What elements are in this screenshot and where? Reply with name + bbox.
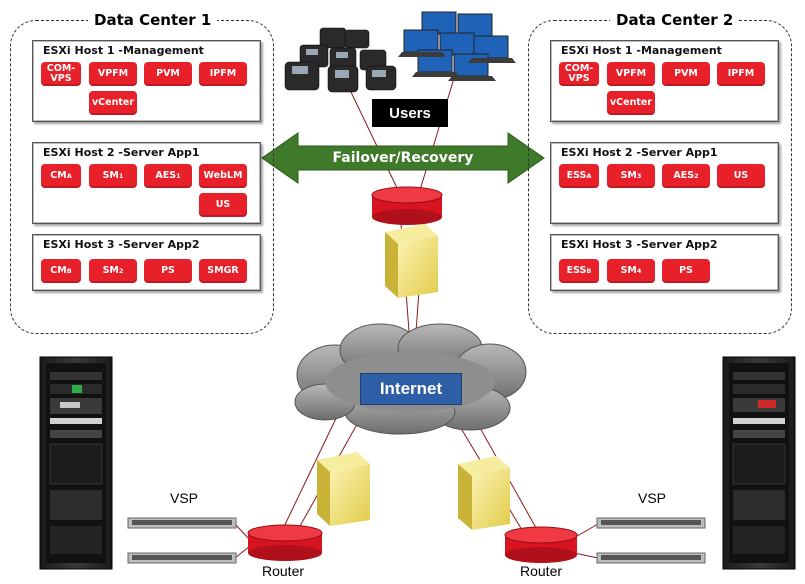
firewall-icon [385,224,438,298]
network-switch-icon [596,517,706,564]
module-ipfm: IPFM [717,62,765,86]
failover-label: Failover/Recovery [332,150,474,166]
firewall-icon [317,452,370,526]
users-label: Users [372,99,448,127]
data-center-2-title: Data Center 2 [610,11,740,29]
vsp-label-right: VSP [638,490,667,506]
router-icon [371,186,443,225]
host-title: ESXi Host 3 -Server App2 [561,238,718,251]
server-rack-icon [39,356,113,570]
module-vpfm: VPFM [89,62,137,86]
router-label-right: Router [520,563,563,579]
module-us: US [199,193,247,217]
failover-arrow [261,132,545,184]
host-title: ESXi Host 2 -Server App1 [43,146,200,159]
vsp-label-left: VSP [170,490,199,506]
module-ipfm: IPFM [199,62,247,86]
router-icon [247,524,323,561]
module-vpfm: VPFM [607,62,655,86]
module-com-vps: COM-VPS [41,62,81,86]
module-vcenter: vCenter [89,91,137,115]
host-title: ESXi Host 3 -Server App2 [43,238,200,251]
dc2-esxi-host-1: ESXi Host 1 -Management COM-VPS VPFM PVM… [550,40,779,122]
router-icon [504,526,578,563]
network-switch-icon [127,517,237,564]
router-label-left: Router [262,563,305,579]
internet-label: Internet [360,373,462,405]
module-us: US [717,164,765,188]
host-title: ESXi Host 2 -Server App1 [561,146,718,159]
module-smgr: SMGR [199,259,247,283]
module-pvm: PVM [144,62,192,86]
ip-phone-icon [284,27,397,93]
host-title: ESXi Host 1 -Management [43,44,204,57]
data-center-1-title: Data Center 1 [88,11,218,29]
module-ps: PS [662,259,710,283]
server-rack-icon [722,356,796,570]
module-weblm: WebLM [199,164,247,188]
module-com-vps: COM-VPS [559,62,599,86]
host-title: ESXi Host 1 -Management [561,44,722,57]
laptop-icon [398,11,516,81]
dc1-esxi-host-1: ESXi Host 1 -Management COM-VPS VPFM PVM… [32,40,261,122]
module-ps: PS [144,259,192,283]
module-vcenter: vCenter [607,91,655,115]
firewall-icon [458,456,510,530]
module-pvm: PVM [662,62,710,86]
